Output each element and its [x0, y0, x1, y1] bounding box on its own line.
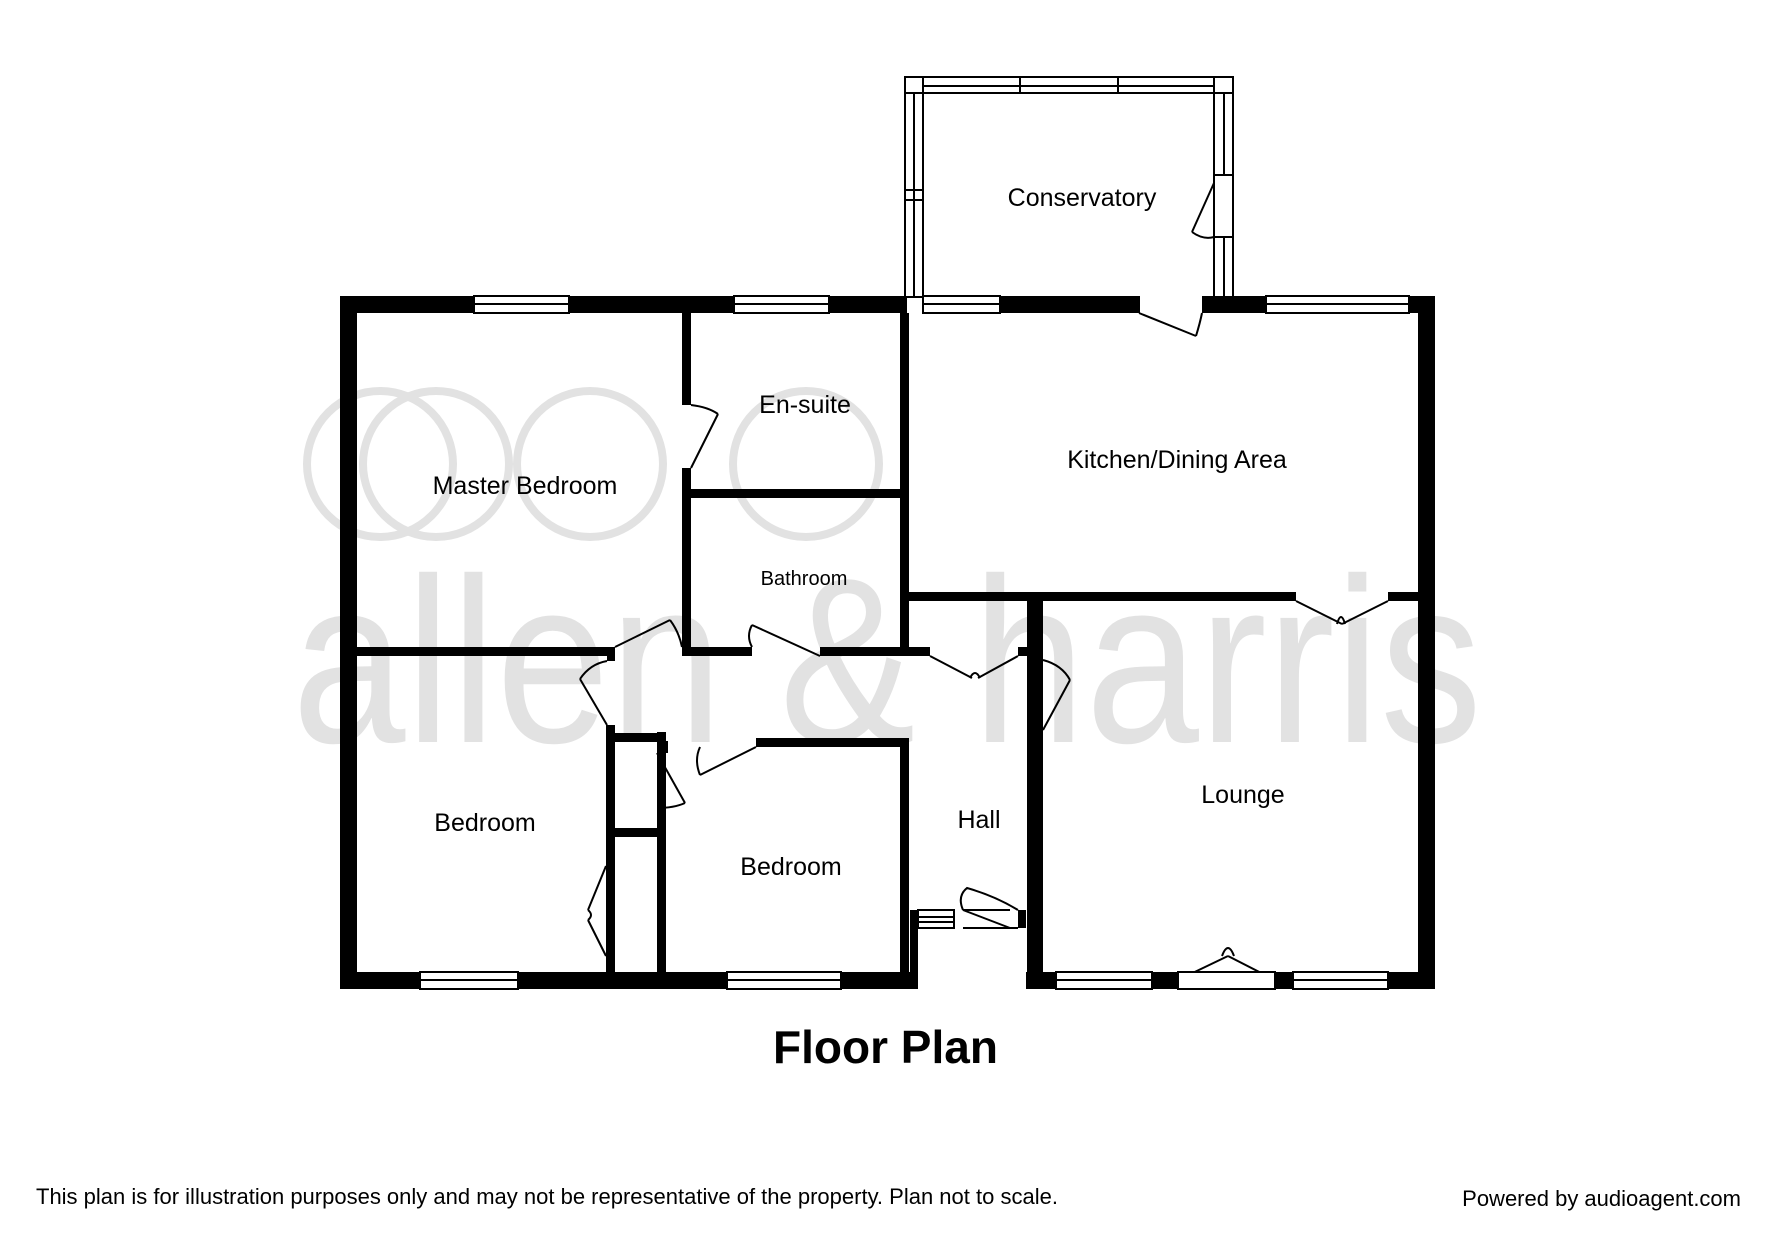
door-kitchen-conservatory: [1138, 312, 1203, 337]
window-ensuite: [733, 295, 830, 314]
door-master-bedroom: [614, 619, 683, 648]
window-hall: [917, 909, 955, 929]
windows: [419, 295, 1410, 990]
conservatory-frame: [904, 76, 1234, 298]
room-label-conservatory: Conservatory: [1008, 184, 1157, 212]
door-lounge-hall: [1042, 659, 1071, 731]
powered-by-text: Powered by audioagent.com: [1462, 1186, 1741, 1211]
window-kitchen-left: [922, 295, 1001, 314]
room-label-bathroom: Bathroom: [761, 568, 848, 590]
window-lounge-right: [1292, 971, 1389, 990]
door-wardrobe: [587, 865, 607, 957]
door-bathroom: [748, 624, 821, 657]
plan-title: Floor Plan: [773, 1021, 998, 1073]
door-ensuite: [690, 404, 719, 469]
window-master-bedroom: [473, 295, 570, 314]
window-kitchen-right: [1265, 295, 1410, 314]
watermark-logo: [303, 387, 883, 541]
disclaimer-text: This plan is for illustration purposes o…: [36, 1184, 1058, 1209]
door-bedroom-left: [579, 660, 608, 726]
room-label-master-bedroom: Master Bedroom: [433, 472, 618, 500]
watermark-text: allen & harris: [292, 529, 1482, 792]
window-bedroom-middle: [726, 971, 842, 990]
door-bedroom-middle: [696, 746, 757, 776]
room-label-bedroom-left: Bedroom: [434, 809, 535, 837]
window-lounge-left: [1055, 971, 1153, 990]
room-label-ensuite: En-suite: [759, 391, 851, 419]
door-cupboard: [656, 752, 686, 809]
room-label-bedroom-middle: Bedroom: [740, 853, 841, 881]
door-kitchen-lounge-double: [1295, 600, 1389, 625]
door-kitchen-hall: [929, 655, 1019, 679]
door-lounge-patio: [1177, 947, 1276, 990]
doors: [579, 312, 1389, 990]
room-label-kitchen: Kitchen/Dining Area: [1067, 446, 1287, 474]
conservatory-door: [1191, 182, 1215, 239]
room-label-lounge: Lounge: [1201, 781, 1284, 809]
door-front: [959, 886, 1019, 929]
room-label-hall: Hall: [957, 806, 1000, 834]
window-bedroom-left: [419, 971, 519, 990]
